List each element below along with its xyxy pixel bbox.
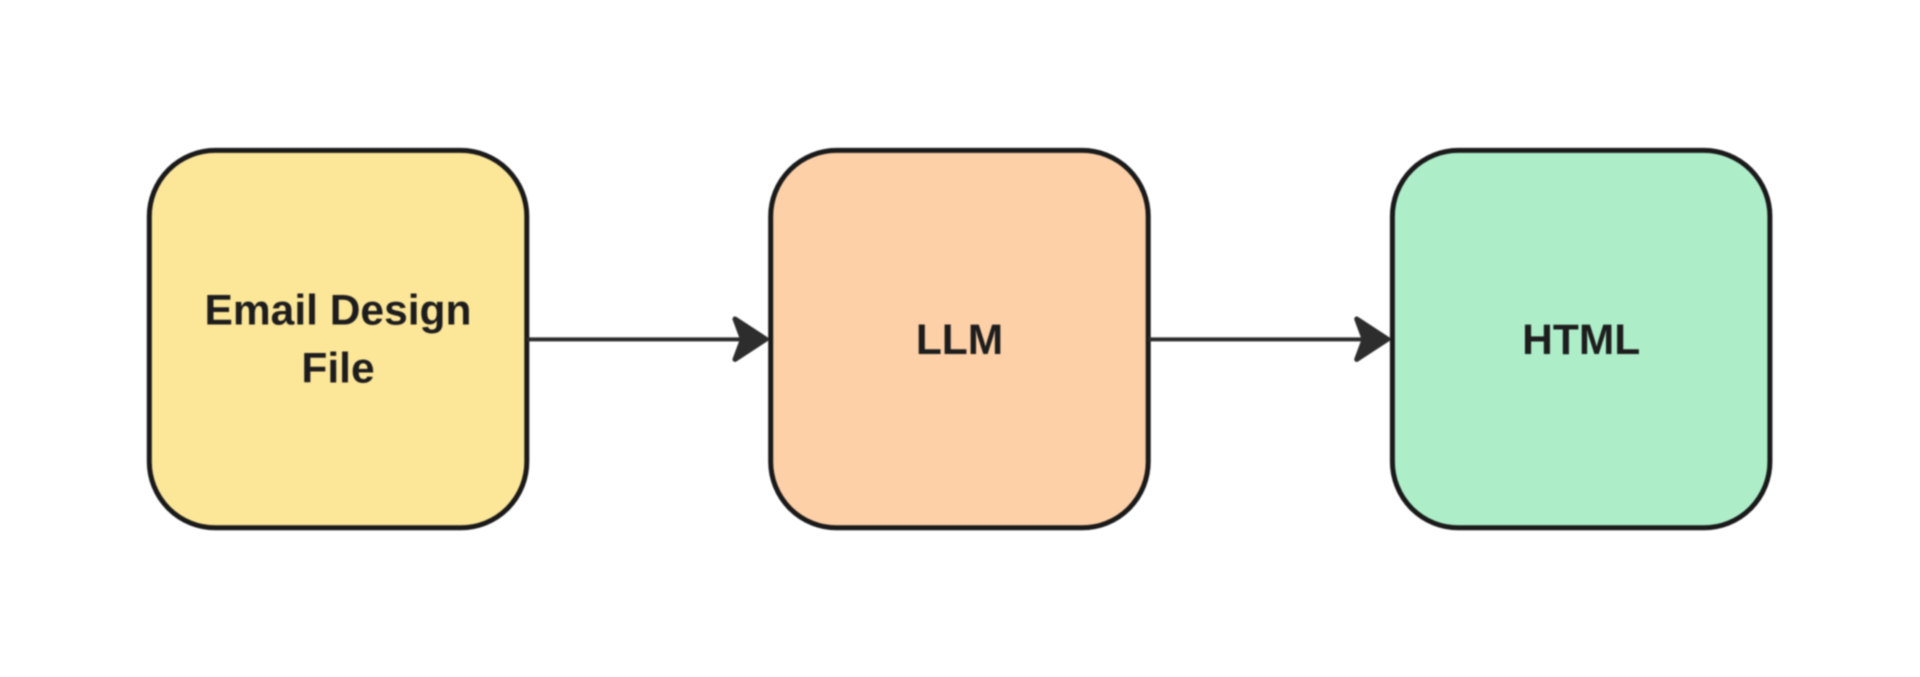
svg-text:Email Design: Email Design: [205, 288, 472, 335]
svg-text:HTML: HTML: [1522, 317, 1640, 364]
svg-text:File: File: [301, 346, 374, 393]
svg-text:LLM: LLM: [916, 317, 1003, 364]
